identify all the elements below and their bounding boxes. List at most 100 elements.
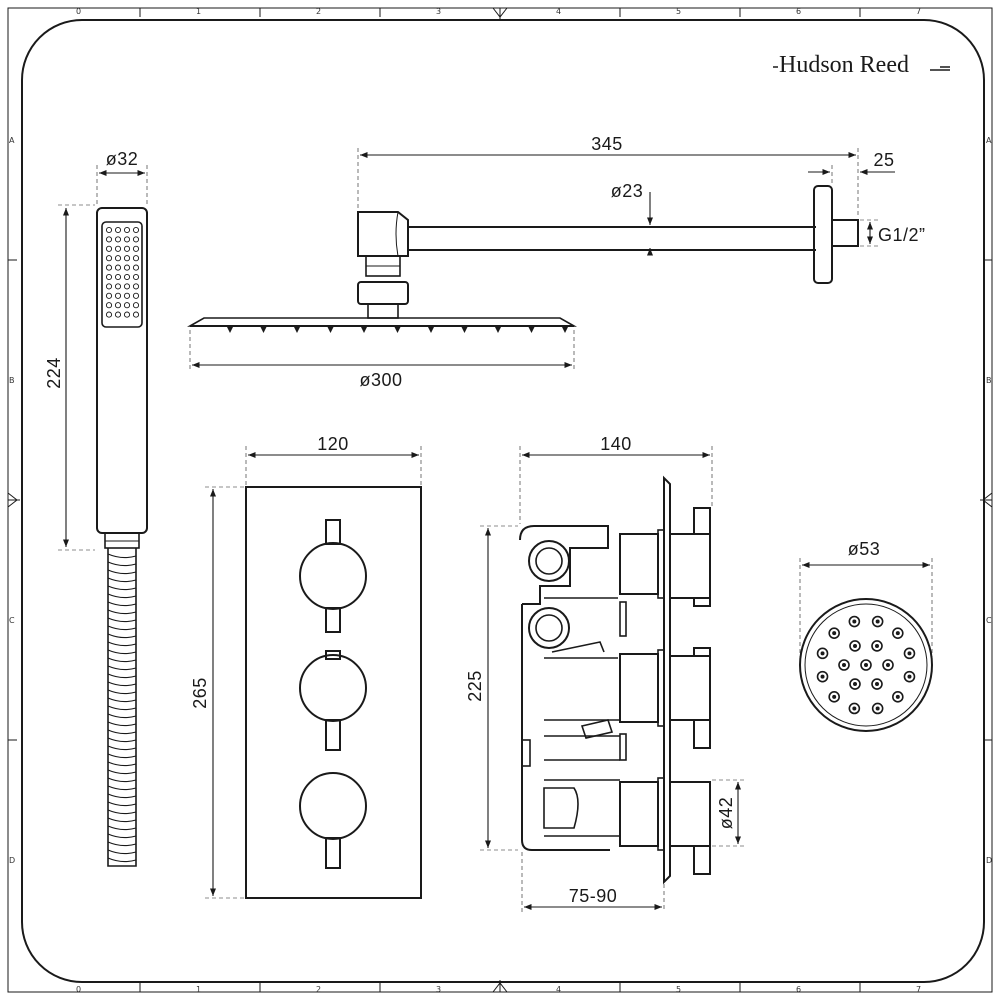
spray-hole <box>123 255 131 262</box>
spray-hole <box>123 311 131 318</box>
col-label: 6 <box>796 985 801 994</box>
jet-hole <box>832 631 837 636</box>
col-label: 2 <box>316 7 321 16</box>
spray-hole <box>132 236 140 243</box>
plate-height-dim: 265 <box>190 486 244 899</box>
hose-coil <box>107 681 137 687</box>
spray-hole <box>114 283 122 290</box>
jet-hole <box>860 659 872 671</box>
jet-hole <box>886 663 890 667</box>
nozzle <box>361 327 367 333</box>
nozzle <box>394 327 401 333</box>
spray-hole <box>123 283 131 290</box>
spray-hole <box>132 226 140 234</box>
arm-offset-label: 25 <box>873 150 894 170</box>
arm-diameter-label: ø23 <box>611 181 644 201</box>
valve-depth-label: 140 <box>600 434 632 454</box>
spray-hole <box>105 302 113 309</box>
nozzle <box>327 327 334 333</box>
hose-coil <box>107 857 137 863</box>
spray-hole <box>123 236 131 243</box>
spray-hole <box>123 302 131 309</box>
nozzle <box>495 327 501 333</box>
hose-coil <box>107 769 137 775</box>
nozzle <box>227 327 233 333</box>
arm-diameter-dim: ø23 <box>611 181 654 256</box>
hose-coil <box>107 657 137 663</box>
nozzle <box>260 327 267 333</box>
jet-hole <box>895 694 900 699</box>
plate-width-dim: 120 <box>245 434 422 485</box>
bodyjet-diameter-label: ø53 <box>848 539 881 559</box>
row-label: B <box>986 376 992 385</box>
hose-coil <box>107 825 137 831</box>
jet-hole <box>849 678 861 690</box>
col-label: 3 <box>436 7 441 16</box>
hose-coil <box>107 609 137 615</box>
hose-coil <box>107 569 137 575</box>
row-label: D <box>9 856 15 865</box>
handle-diameter-dim: ø42 <box>712 779 744 847</box>
jet-hole <box>816 670 829 683</box>
jet-hole <box>875 706 880 711</box>
jet-hole <box>903 647 916 660</box>
col-label: 4 <box>556 7 561 16</box>
handset-diameter-dim: ø32 <box>96 149 148 205</box>
col-label: 6 <box>796 7 801 16</box>
spray-hole <box>114 245 122 252</box>
spray-hole <box>114 302 122 309</box>
spray-hole <box>132 255 140 262</box>
overhead-shower <box>186 185 859 333</box>
jet-hole <box>875 643 879 648</box>
spray-hole <box>105 292 113 299</box>
valve-depth-dim: 140 <box>519 434 713 524</box>
hose-coil <box>107 729 137 735</box>
hose-coil <box>107 817 137 823</box>
jet-hole <box>882 659 894 671</box>
arm-thread-label: G1/2” <box>878 225 926 245</box>
col-label: 3 <box>436 985 441 994</box>
jet-hole <box>892 691 904 703</box>
hose-coil <box>107 577 137 583</box>
spray-hole <box>123 245 131 252</box>
hand-shower <box>96 207 148 867</box>
spray-hole <box>105 245 113 252</box>
jet-hole <box>871 702 884 715</box>
hose-coil <box>107 841 137 847</box>
jet-hole <box>853 682 857 687</box>
hose-coil <box>107 697 137 703</box>
row-label: D <box>986 856 992 865</box>
jet-hole <box>871 640 883 652</box>
jet-hole <box>852 706 857 711</box>
arm-thread-dim: G1/2” <box>860 219 926 247</box>
col-label: 0 <box>76 985 81 994</box>
col-label: 7 <box>916 985 921 994</box>
hose-coil <box>107 705 137 711</box>
valve-height-dim: 225 <box>465 525 518 851</box>
hose-coil <box>107 601 137 607</box>
handset-length-dim: 224 <box>44 204 95 551</box>
spray-hole <box>114 264 122 271</box>
valve-body <box>519 475 711 885</box>
hose-coil <box>107 633 137 639</box>
jet-hole <box>895 631 900 636</box>
spray-hole <box>114 311 122 318</box>
spray-hole <box>132 273 140 281</box>
spray-hole <box>132 245 140 252</box>
plate-width-label: 120 <box>317 434 349 454</box>
nozzle <box>461 327 468 333</box>
nozzle <box>428 327 434 333</box>
hose-coil <box>107 793 137 799</box>
hose-coil <box>107 673 137 679</box>
brand-logo: Hudson Reed <box>773 52 950 78</box>
spray-hole <box>105 236 113 243</box>
hose-coil <box>107 833 137 839</box>
spray-hole <box>132 292 140 299</box>
body-jet <box>799 598 933 732</box>
spray-hole <box>105 226 113 234</box>
valve-adjust-dim: 75-90 <box>521 852 665 912</box>
spray-hole <box>114 255 122 262</box>
spray-hole <box>114 236 122 243</box>
row-label: C <box>9 616 15 625</box>
row-label: B <box>9 376 15 385</box>
